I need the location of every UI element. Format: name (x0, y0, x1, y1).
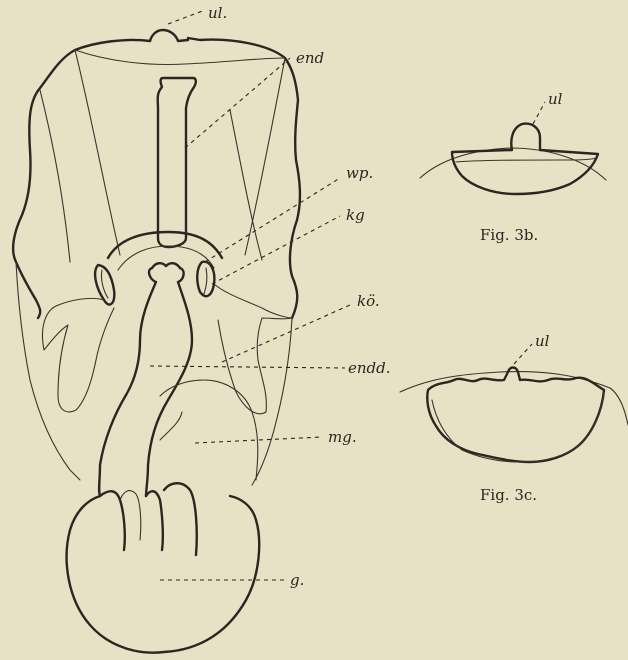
main-figure: ul. end wp. kg kö. endd. mg. g. (13, 4, 390, 653)
leader-end (185, 58, 290, 148)
lower-body-outline (16, 262, 292, 485)
fig3c-caption: Fig. 3c. (480, 486, 537, 504)
label-kg: kg (346, 206, 365, 224)
inner-upper-arc (75, 50, 285, 64)
fig3c-body (427, 368, 604, 463)
peripharyngeal-band (108, 232, 222, 258)
gonad (67, 483, 260, 652)
leader-kg (212, 216, 340, 284)
fig3c-label-ul: ul (535, 332, 550, 350)
fig3c-leader (514, 344, 532, 364)
endostyle (158, 78, 196, 247)
label-ul: ul. (208, 4, 227, 22)
body-outline (13, 38, 300, 318)
fig3b-leader (533, 102, 545, 124)
figure-3c: ul Fig. 3c. (400, 332, 628, 504)
fig3b-body (452, 124, 598, 194)
ul-knob (150, 30, 188, 41)
label-wp: wp. (346, 164, 373, 182)
inner-left-line-2 (40, 90, 70, 262)
leader-endd (150, 366, 345, 368)
fig3b-inner (456, 158, 596, 162)
label-mg: mg. (328, 428, 357, 446)
inner-right-line (245, 58, 285, 255)
fig3b-label-ul: ul (548, 90, 563, 108)
leader-ko (222, 305, 350, 362)
label-end: end (296, 49, 324, 67)
leader-wp (205, 178, 340, 262)
stomach-inner (160, 412, 182, 440)
inner-right-line-2 (230, 110, 262, 260)
right-kg (197, 262, 214, 296)
stomach (160, 380, 258, 480)
figure-3b: ul Fig. 3b. (420, 90, 606, 244)
leader-mg (195, 437, 322, 443)
leader-ul (168, 10, 205, 24)
intestine-top (152, 263, 180, 268)
inner-left-line (75, 50, 120, 255)
left-wing (43, 298, 115, 411)
label-endd: endd. (348, 359, 391, 377)
fig3c-envelope (400, 372, 628, 425)
label-ko: kö. (357, 292, 380, 310)
right-wing (214, 284, 292, 414)
fig3b-caption: Fig. 3b. (480, 226, 538, 244)
fig3c-inner (432, 392, 604, 462)
right-kg-inner (204, 268, 207, 294)
label-g: g. (290, 571, 304, 589)
left-kg-inner (101, 270, 108, 298)
